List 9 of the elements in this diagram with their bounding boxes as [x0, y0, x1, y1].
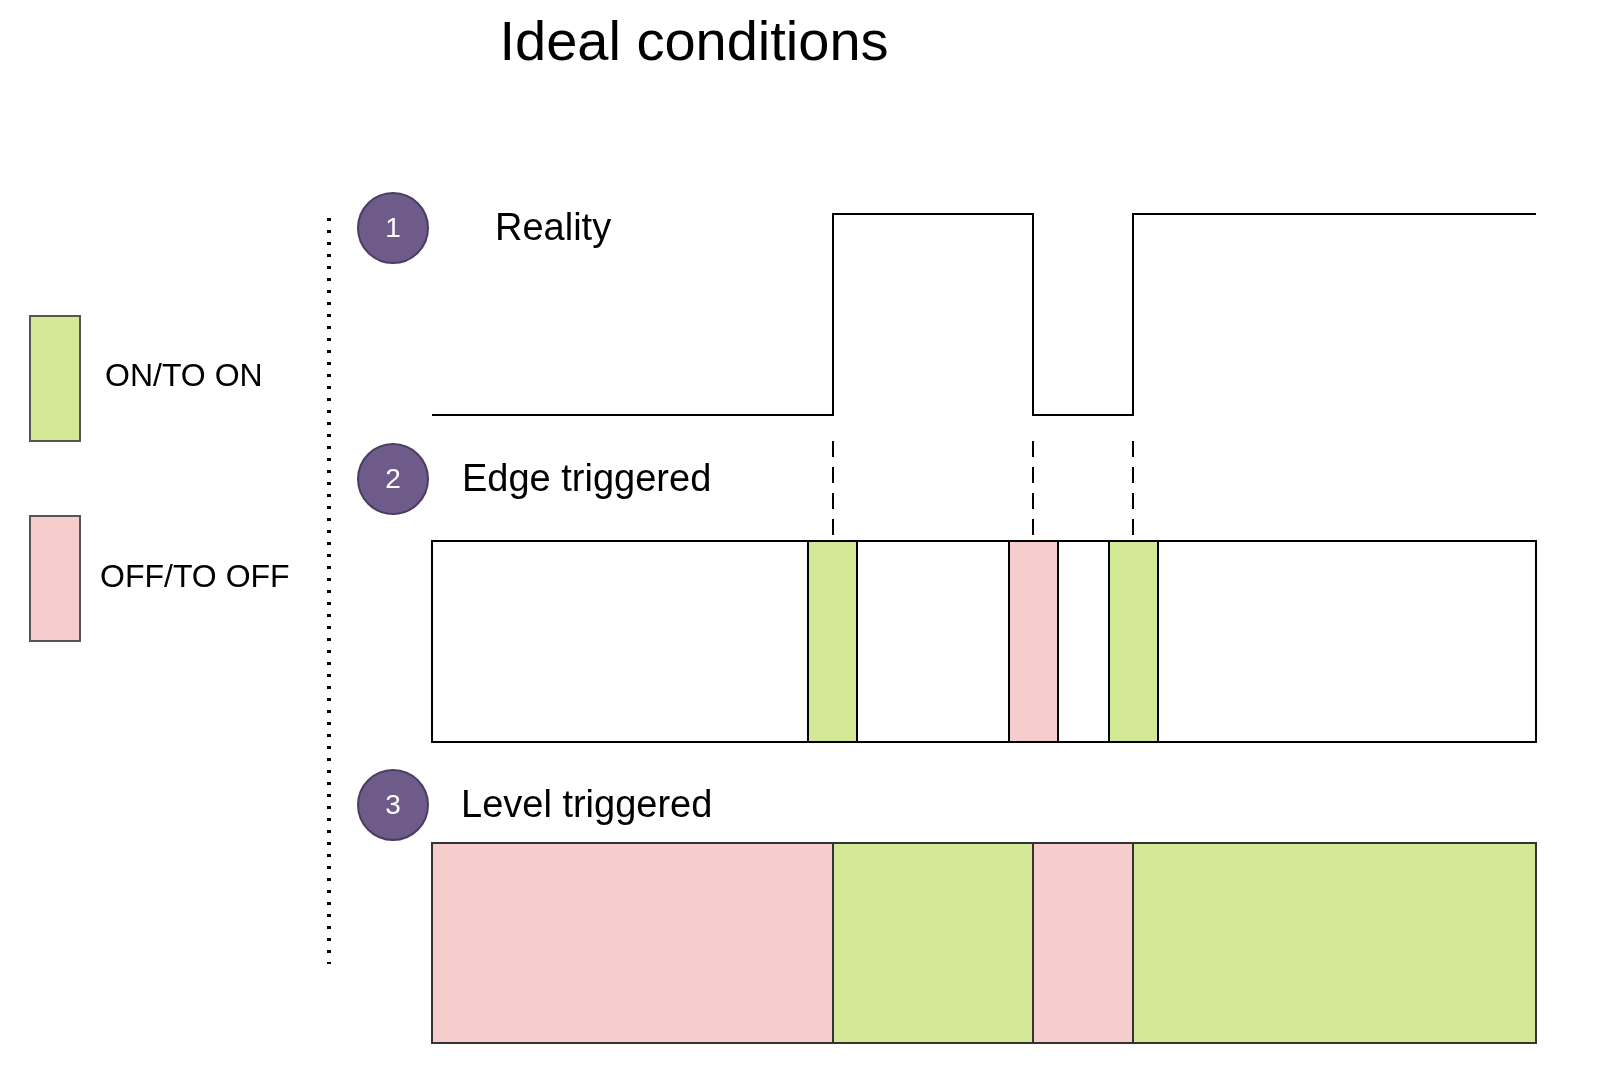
step-number-badge: 2: [357, 443, 429, 515]
legend-label: OFF/TO OFF: [100, 558, 290, 595]
row-label: Edge triggered: [462, 457, 712, 500]
legend-label: ON/TO ON: [105, 357, 263, 394]
row-label: Reality: [495, 206, 612, 249]
row-label: Level triggered: [461, 783, 713, 826]
step-number-badge: 3: [357, 769, 429, 841]
step-number-badge: 1: [357, 192, 429, 264]
diagram-title: Ideal conditions: [499, 8, 889, 73]
